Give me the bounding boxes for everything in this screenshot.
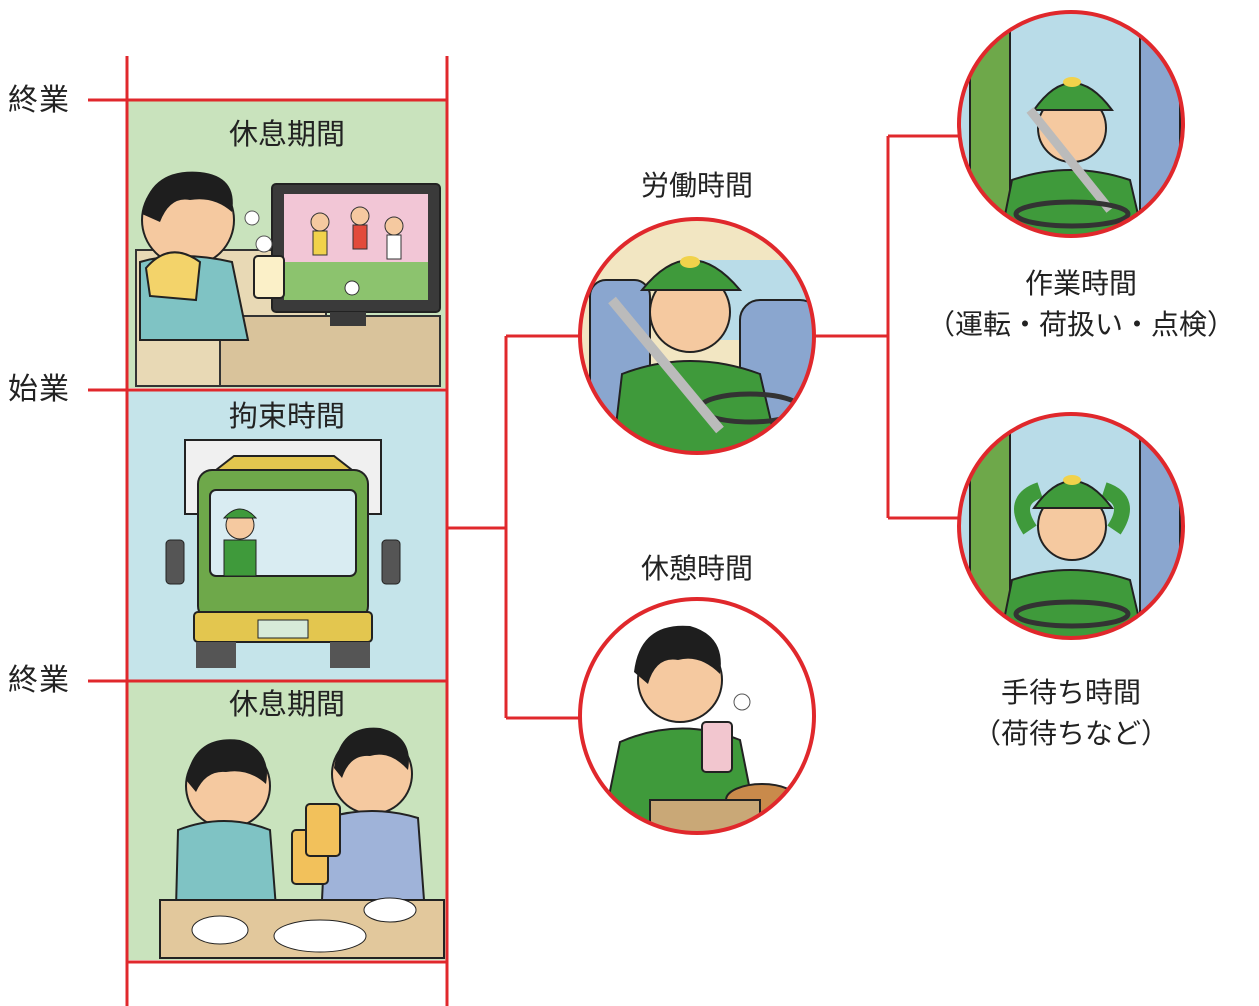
connector-lines (88, 56, 962, 1006)
work-time-illustration (957, 10, 1185, 238)
end-of-work-label-top: 終業 (8, 83, 70, 118)
waiting-time-block: 手待ち時間 （荷待ちなど） (931, 673, 1211, 754)
rest-period-title-bottom: 休息期間 (228, 687, 345, 721)
work-time-detail: （運転・荷扱い・点検） (926, 307, 1235, 341)
waiting-time-label: 手待ち時間 (1000, 676, 1141, 709)
labor-time-label: 労働時間 (640, 169, 753, 202)
rest-period-title-top: 休息期間 (228, 117, 345, 151)
toasting-illustration (159, 727, 445, 959)
rest-panel-top (127, 100, 447, 388)
labor-time-illustration (578, 217, 816, 455)
start-of-work-label: 始業 (8, 372, 70, 407)
break-time-illustration (578, 597, 816, 835)
waiting-time-illustration (957, 412, 1185, 640)
work-time-block: 作業時間 （運転・荷扱い・点検） (911, 264, 1251, 345)
end-of-work-label-bottom: 終業 (8, 663, 70, 698)
work-time-label: 作業時間 (1024, 267, 1137, 300)
tv-watching-illustration (135, 171, 441, 387)
break-time-label: 休憩時間 (640, 552, 753, 585)
waiting-time-detail: （荷待ちなど） (972, 716, 1169, 750)
truck-illustration (165, 439, 401, 668)
rest-panel-bottom (127, 682, 447, 960)
restraint-time-title: 拘束時間 (228, 399, 345, 433)
restraint-panel (127, 391, 447, 680)
